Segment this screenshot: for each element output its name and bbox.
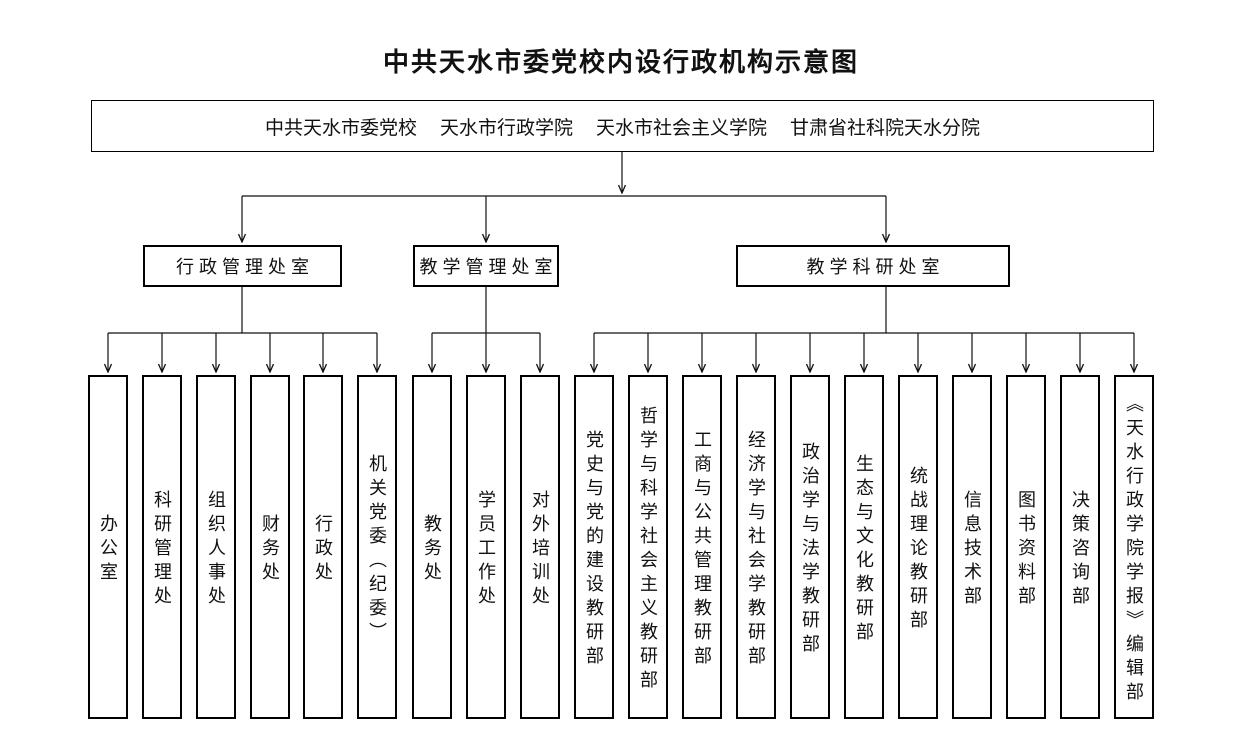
dept-box-general-office: 办公室 [88,375,128,719]
dept-box-party-history-teaching: 党史与党的建设教研部 [574,375,614,719]
dept-box-information-technology: 信息技术部 [952,375,992,719]
institution-name: 天水市行政学院 [439,117,573,139]
dept-label: 办公室 [98,514,118,586]
dept-label: 财务处 [260,514,280,586]
group-label: 教学科研处室 [806,257,945,277]
dept-box-library-resources: 图书资料部 [1006,375,1046,719]
dept-box-finance: 财务处 [250,375,290,719]
dept-box-ecology-culture: 生态与文化教研部 [844,375,884,719]
dept-label: 经济学与社会学教研部 [746,430,766,670]
dept-box-philosophy-teaching: 哲学与科学社会主义教研部 [628,375,668,719]
dept-box-policy-consulting: 决策咨询部 [1060,375,1100,719]
dept-box-journal-editorial: 《天水行政学院学报》编辑部 [1114,375,1154,719]
dept-label: 决策咨询部 [1070,490,1090,610]
dept-label: 组织人事处 [206,490,226,610]
dept-box-external-training: 对外培训处 [520,375,560,719]
dept-box-business-public-management: 工商与公共管理教研部 [682,375,722,719]
dept-box-administration: 行政处 [303,375,343,719]
dept-label: 党史与党的建设教研部 [584,430,604,670]
dept-box-party-committee: 机关党委（纪委） [357,375,397,719]
dept-box-united-front-theory: 统战理论教研部 [898,375,938,719]
chart-title: 中共天水市委党校内设行政机构示意图 [382,47,859,77]
dept-label: 对外培训处 [530,490,550,610]
dept-label: 图书资料部 [1016,490,1036,610]
dept-box-academic-affairs: 教务处 [412,375,452,719]
dept-label: 工商与公共管理教研部 [692,430,712,670]
dept-label: 机关党委（纪委） [367,454,387,646]
dept-box-economics-sociology: 经济学与社会学教研部 [736,375,776,719]
dept-box-research-management: 科研管理处 [142,375,182,719]
institution-name: 中共天水市委党校 [264,117,417,139]
group-box-teaching-management: 教学管理处室 [413,245,559,287]
dept-label: 信息技术部 [962,490,982,610]
dept-label: 《天水行政学院学报》编辑部 [1124,394,1144,706]
dept-box-politics-law: 政治学与法学教研部 [790,375,830,719]
dept-box-student-affairs: 学员工作处 [466,375,506,719]
dept-label: 科研管理处 [152,490,172,610]
institution-name: 天水市社会主义学院 [596,117,768,139]
group-label: 教学管理处室 [419,257,558,277]
dept-label: 行政处 [313,514,333,586]
dept-label: 哲学与科学社会主义教研部 [638,406,658,694]
group-label: 行政管理处室 [176,257,314,277]
dept-label: 生态与文化教研部 [854,454,874,646]
dept-label: 学员工作处 [476,490,496,610]
root-institutions-box: 中共天水市委党校 天水市行政学院 天水市社会主义学院 甘肃省社科院天水分院 [91,100,1154,152]
dept-label: 统战理论教研部 [908,466,928,634]
dept-label: 政治学与法学教研部 [800,442,820,658]
group-box-teaching-research: 教学科研处室 [736,245,1010,287]
dept-label: 教务处 [422,514,442,586]
group-box-administrative-management: 行政管理处室 [143,245,342,287]
dept-box-organization-personnel: 组织人事处 [196,375,236,719]
institution-name: 甘肃省社科院天水分院 [790,117,981,139]
